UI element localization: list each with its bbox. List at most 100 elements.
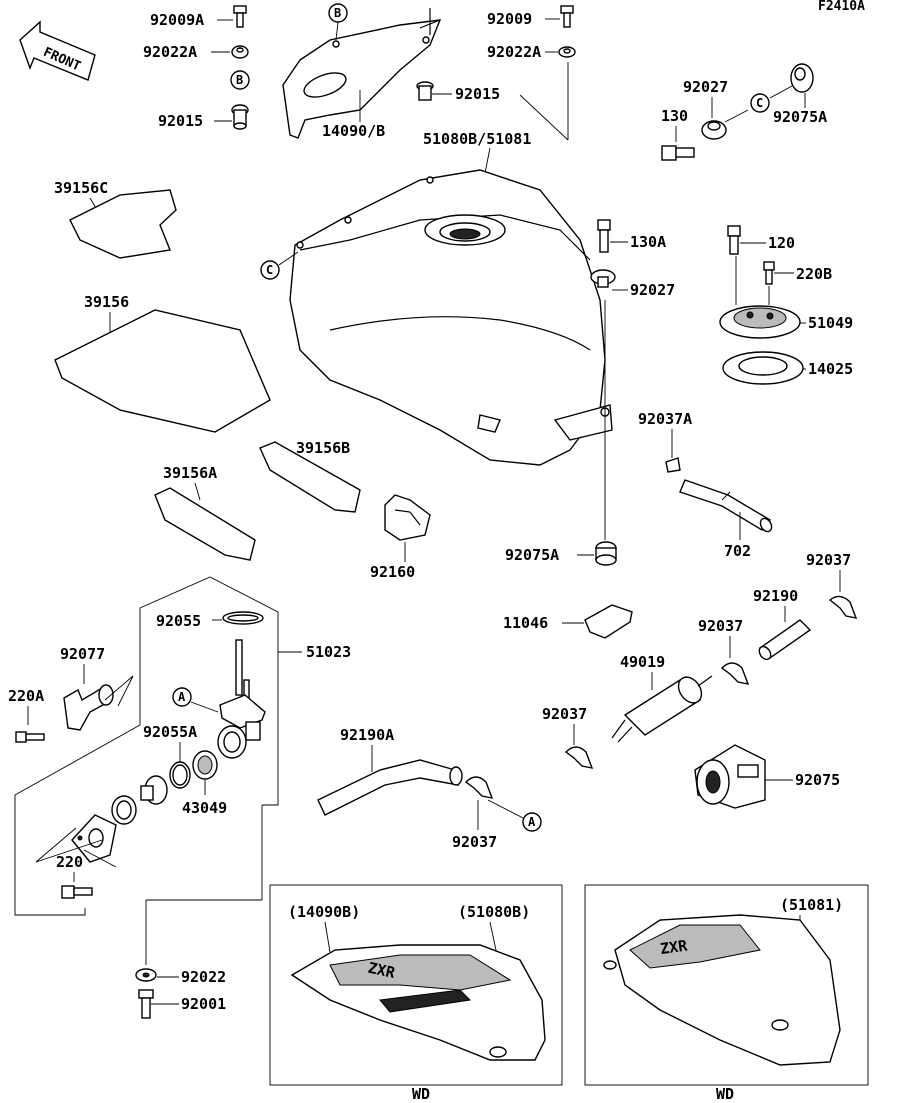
- washer-92022A-right: [558, 46, 576, 58]
- bolt-120: [727, 225, 741, 255]
- label-92075A-top: 92075A: [773, 108, 827, 126]
- label-92055: 92055: [156, 612, 201, 630]
- ring-14025: [722, 351, 804, 385]
- label-51023: 51023: [306, 643, 351, 661]
- label-43049: 43049: [182, 799, 227, 817]
- gasket-92055: [222, 611, 264, 625]
- screw-220A: [15, 731, 45, 743]
- label-92190: 92190: [753, 587, 798, 605]
- label-92037-bottom: 92037: [452, 833, 497, 851]
- ref-c-circle-tank: C: [260, 260, 280, 280]
- label-92015-right: 92015: [455, 85, 500, 103]
- label-92075: 92075: [795, 771, 840, 789]
- label-92022: 92022: [181, 968, 226, 986]
- washer-92022A-left: [231, 45, 249, 59]
- label-220: 220: [56, 853, 83, 871]
- bracket-92160: [384, 494, 431, 541]
- label-92001: 92001: [181, 995, 226, 1013]
- label-130: 130: [661, 107, 688, 125]
- pad-39156B: [259, 441, 361, 513]
- fuel-tank: [289, 169, 613, 466]
- svg-text:B: B: [236, 73, 243, 87]
- ref-b-circle-left: B: [230, 70, 250, 90]
- svg-text:C: C: [756, 96, 763, 110]
- washer-92027-top: [701, 120, 727, 140]
- bolt-220B: [763, 261, 775, 285]
- label-39156: 39156: [84, 293, 129, 311]
- inset-right-label1: (51081): [780, 896, 843, 914]
- svg-text:C: C: [266, 263, 273, 277]
- label-49019: 49019: [620, 653, 665, 671]
- label-92027-top: 92027: [683, 78, 728, 96]
- ref-a-circle-right: A: [522, 812, 542, 832]
- clamp-92037-mid: [720, 662, 750, 685]
- inset-left-caption: WD: [412, 1085, 430, 1103]
- label-92037-mid: 92037: [698, 617, 743, 635]
- label-92009: 92009: [487, 10, 532, 28]
- figure-code: F2410A: [818, 0, 865, 14]
- hose-702: [679, 479, 773, 533]
- pad-39156C: [69, 189, 177, 259]
- label-14025: 14025: [808, 360, 853, 378]
- inset-right-frame: [584, 884, 869, 1086]
- hose-92190A: [317, 759, 463, 816]
- label-92015-left: 92015: [158, 112, 203, 130]
- label-11046: 11046: [503, 614, 548, 632]
- label-92077: 92077: [60, 645, 105, 663]
- svg-text:B: B: [334, 6, 341, 20]
- label-130A: 130A: [630, 233, 666, 251]
- cover-14090: [282, 8, 442, 139]
- svg-text:A: A: [528, 815, 536, 829]
- label-702: 702: [724, 542, 751, 560]
- inset-left-frame: [269, 884, 563, 1086]
- grommet-92075A-mid: [595, 541, 617, 566]
- label-51080B-51081: 51080B/51081: [423, 130, 531, 148]
- label-92009A: 92009A: [150, 11, 204, 29]
- cock-assembly-outline: [14, 576, 279, 916]
- inset-right-logo: ZXR: [659, 936, 689, 958]
- inset-left-logo: ZXR: [366, 959, 397, 982]
- label-92022A-right: 92022A: [487, 43, 541, 61]
- label-92037-left: 92037: [542, 705, 587, 723]
- screw-220: [61, 885, 93, 899]
- grommet-92015-right: [416, 81, 434, 101]
- washer-92027-mid: [590, 269, 616, 288]
- clamp-92037A: [665, 457, 681, 473]
- label-92037A: 92037A: [638, 410, 692, 428]
- label-220A: 220A: [8, 687, 44, 705]
- bolt-92009: [560, 5, 574, 28]
- label-92075A-mid: 92075A: [505, 546, 559, 564]
- inset-left-tank: ZXR: [290, 944, 546, 1061]
- label-92022A-left: 92022A: [143, 43, 197, 61]
- bolt-130: [661, 145, 695, 161]
- label-51049: 51049: [808, 314, 853, 332]
- inset-right-caption: WD: [716, 1085, 734, 1103]
- label-92027-mid: 92027: [630, 281, 675, 299]
- ref-b-circle-top: B: [328, 3, 348, 23]
- front-arrow: FRONT: [19, 20, 96, 81]
- svg-text:A: A: [178, 690, 186, 704]
- inset-right-tank: ZXR: [603, 914, 841, 1066]
- grommet-92015-left: [231, 104, 249, 130]
- label-39156B: 39156B: [296, 439, 350, 457]
- inset-left-label2: (51080B): [458, 903, 530, 921]
- lever-92077: [63, 684, 114, 731]
- label-92055A: 92055A: [143, 723, 197, 741]
- label-92160: 92160: [370, 563, 415, 581]
- clamp-92037-right: [828, 595, 858, 619]
- bolt-92001: [138, 989, 154, 1019]
- fuel-filter-49019: [611, 675, 713, 743]
- grommet-92075A-top: [790, 63, 814, 93]
- label-92190A: 92190A: [340, 726, 394, 744]
- fuel-cock-51023: [217, 639, 266, 759]
- mount-plate: [71, 814, 117, 863]
- bracket-11046: [584, 604, 633, 639]
- valve-core: [140, 775, 168, 805]
- label-220B: 220B: [796, 265, 832, 283]
- hose-92190: [758, 619, 812, 661]
- bolt-92009A: [233, 5, 247, 28]
- pad-39156A: [154, 487, 256, 561]
- ref-a-circle-left: A: [172, 687, 192, 707]
- label-14090B: 14090/B: [322, 122, 385, 140]
